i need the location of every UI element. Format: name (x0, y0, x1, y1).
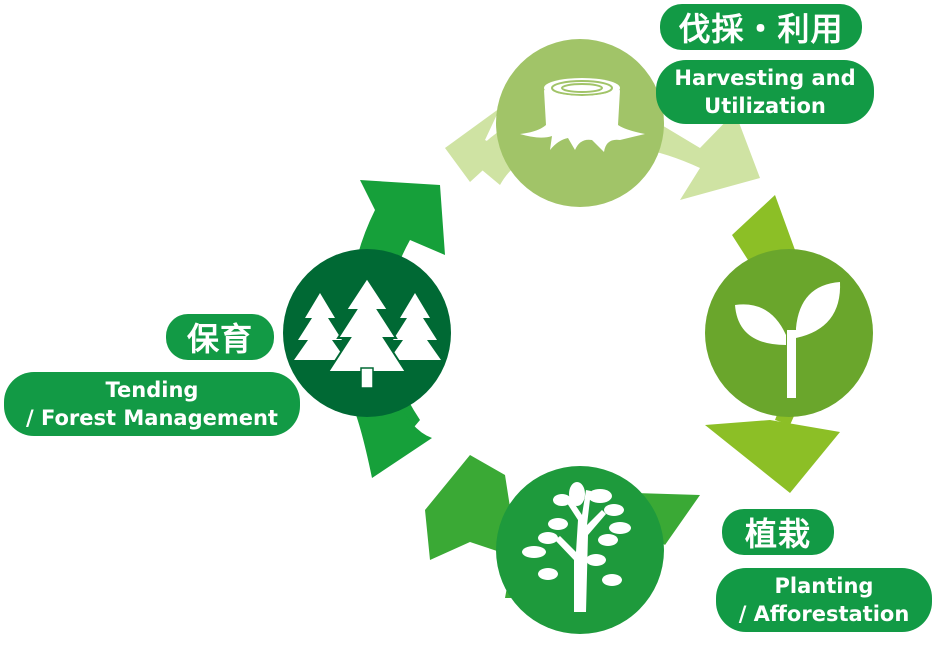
harvesting-label-en: Harvesting and Utilization (656, 60, 874, 124)
planting-label-en-line2: / Afforestation (738, 602, 910, 626)
planting-label-jp: 植栽 (722, 509, 834, 555)
tending-label-en-line2: / Forest Management (26, 406, 278, 430)
tree-stump-icon (520, 78, 645, 152)
planting-label-en-line1: Planting (774, 574, 874, 598)
young-tree-icon (522, 482, 631, 612)
conifer-forest-icon (294, 276, 441, 389)
sprout-icon (735, 282, 841, 398)
tending-label-en: Tending / Forest Management (4, 372, 300, 436)
harvesting-label-en-line1: Harvesting and (674, 66, 856, 90)
harvesting-label-jp: 伐採・利用 (660, 4, 862, 50)
planting-label-en: Planting / Afforestation (716, 568, 932, 632)
tending-label-jp: 保育 (166, 314, 274, 360)
tending-label-en-line1: Tending (105, 378, 199, 402)
harvesting-label-en-line2: Utilization (704, 94, 826, 118)
